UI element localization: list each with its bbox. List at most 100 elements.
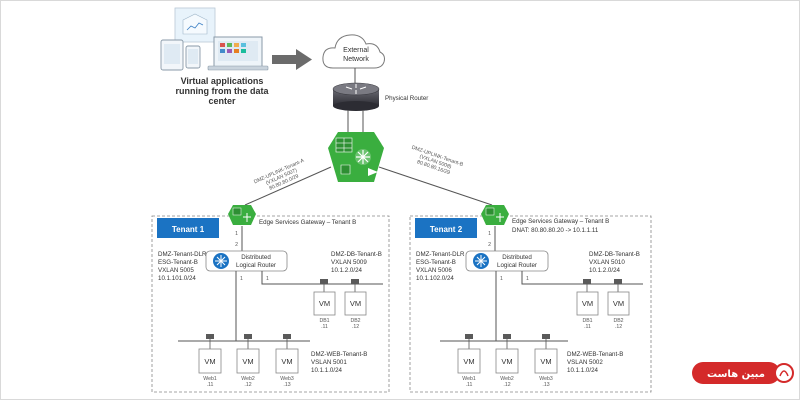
tenant2-web-vm-1-ip: .11 [466,382,473,388]
tenant2-web-vm-3-name: Web3 [539,376,553,382]
tenant2-box [409,215,652,393]
tenant1-db-switch-line [261,271,383,285]
cloud-icon [322,34,385,69]
tenant1-esg-icon [228,205,256,225]
tenant1-db-net-line1: DMZ-DB-Tenant-B [331,251,382,258]
tenant2-web-vm-1-label: VM [463,357,474,366]
tenant1-db-vm-2-ip: .12 [352,324,359,330]
tenant2-transit-line2: ESG-Tenant-B [416,259,456,266]
tenant1-web-vm-3-name: Web3 [280,376,294,382]
tenant2-transit-line4: 10.1.102.0/24 [416,275,454,282]
tenant1-transit-line4: 10.1.101.0/24 [158,275,196,282]
tenant1-web-net-line3: 10.1.1.0/24 [311,367,343,374]
tenant2-web-vm-2 [495,334,519,374]
tenant1-port-1: 1 [235,231,238,237]
tenant1-web-vm-1-ip: .11 [207,382,214,388]
uplink-tenant2 [378,166,493,206]
tenant1-db-vm-1-label: VM [319,299,330,308]
tenant2-db-net-line2: VXLAN 5010 [589,259,625,266]
tenant2-db-vm-1-name: DB1 [582,318,592,324]
tenant2-transit-line3: VXLAN 5006 [416,267,452,274]
external-network-line1: External [343,47,369,54]
tenant1-port-3: 1 [266,276,269,282]
physical-router-label: Physical Router [385,95,428,102]
tenant2-port-3: 1 [526,276,529,282]
tenant2-web-vm-2-name: Web2 [500,376,514,382]
tenant2-dlr-line2: Logical Router [497,262,537,269]
tenant2-web-vm-1-name: Web1 [462,376,476,382]
tenant2-db-vm-2-label: VM [613,299,624,308]
watermark-text: مبین هاست [707,369,765,380]
tenant1-web-net-line1: DMZ-WEB-Tenant-B [311,351,367,358]
tenant1-db-net-line3: 10.1.2.0/24 [331,267,363,274]
tenant1-web-vm-3 [275,334,299,374]
external-network-line2: Network [343,56,369,63]
tenant2-web-vm-1 [457,334,481,374]
tenant2-db-vm-1 [576,279,599,316]
uplink-tenant1 [244,166,332,206]
tenant2-web-vm-2-ip: .12 [503,382,510,388]
tenant2-port-4: 1 [500,276,503,282]
tenant1-db-vm-2-name: DB2 [350,318,360,324]
watermark-logo [692,362,794,384]
tenant1-web-vm-1-name: Web1 [203,376,217,382]
tenant2-db-vm-1-label: VM [582,299,593,308]
tenant1-web-vm-1-label: VM [204,357,215,366]
tenant1-tab [157,218,219,238]
tenant2-dnat: DNAT: 80.80.80.20 -> 10.1.1.11 [512,227,599,234]
tenant1-label: Tenant 1 [172,225,205,234]
physical-router-icon [332,82,380,111]
tenant1-db-vm-2 [344,279,367,316]
tenant2-web-vm-3-label: VM [540,357,551,366]
tenant1-web-vm-2-ip: .12 [244,382,251,388]
uplink-left-label: DMZ-UPLINK-Tenant-A (VXLAN 5007) 80.80.8… [253,158,305,192]
tenant2-db-switch-line [521,271,643,285]
tenant2-web-net-line1: DMZ-WEB-Tenant-B [567,351,623,358]
virtual-apps-line2: running from the data [176,86,270,96]
tenant1-dlr-line2: Logical Router [236,262,276,269]
nsx-edge-icon [328,132,384,182]
tenant2-web-vm-3-ip: .13 [542,382,549,388]
devices-icon [160,7,269,71]
tenant1-db-vm-2-label: VM [350,299,361,308]
tenant1-db-vm-1-ip: .11 [321,324,328,330]
tenant1-esg-label: Edge Services Gateway – Tenant B [259,219,356,226]
tenant2-web-vm-2-label: VM [501,357,512,366]
tenant1-web-net-line2: VSLAN 5001 [311,359,347,366]
tenant1-web-vm-2-label: VM [242,357,253,366]
tenant2-esg-icon [481,205,509,225]
tenant1-dlr-icon-glyph [215,255,227,267]
tenant2-esg-label: Edge Services Gateway – Tenant B [512,218,609,225]
tenant2-db-net-line1: DMZ-DB-Tenant-B [589,251,640,258]
tenant1-transit-line2: ESG-Tenant-B [158,259,198,266]
tenant1-box [151,215,390,393]
tenant2-db-vm-1-ip: .11 [584,324,591,330]
virtual-apps-line1: Virtual applications [181,76,264,86]
tenant2-db-net-line3: 10.1.2.0/24 [589,267,621,274]
tenant2-web-net-line2: VSLAN 5002 [567,359,603,366]
tenant2-label: Tenant 2 [430,225,463,234]
tenant1-dlr-line1: Distributed [241,254,271,261]
tenant2-web-net-line3: 10.1.1.0/24 [567,367,599,374]
tenant1-db-vm-1-name: DB1 [319,318,329,324]
tenant1-port-4: 1 [240,276,243,282]
tenant2-transit-line1: DMZ-Tenant-DLR [416,251,465,258]
tenant2-db-vm-2-name: DB2 [613,318,623,324]
tenant1-web-vm-3-ip: .13 [283,382,290,388]
tenant1-transit-line3: VXLAN 5005 [158,267,194,274]
tenant2-dlr-line1: Distributed [502,254,532,261]
tenant2-db-vm-2-ip: .12 [615,324,622,330]
tenant1-transit-line1: DMZ-Tenant-DLR [158,251,207,258]
uplink-right-label: DMZ-UPLINK-Tenant-B (VXLAN 5008) 80.80.8… [411,145,465,177]
tenant2-port-1: 1 [488,231,491,237]
tenant1-web-vm-2-name: Web2 [241,376,255,382]
tenant1-web-vm-3-label: VM [281,357,292,366]
tenant1-port-2: 2 [235,242,238,248]
tenant1-db-net-line2: VXLAN 5009 [331,259,367,266]
tenant1-db-vm-1 [313,279,336,316]
tenant2-dlr-icon-glyph [475,255,487,267]
arrow-right-icon [272,49,312,70]
virtual-apps-line3: center [208,96,236,106]
tenant2-db-vm-2 [607,279,630,316]
